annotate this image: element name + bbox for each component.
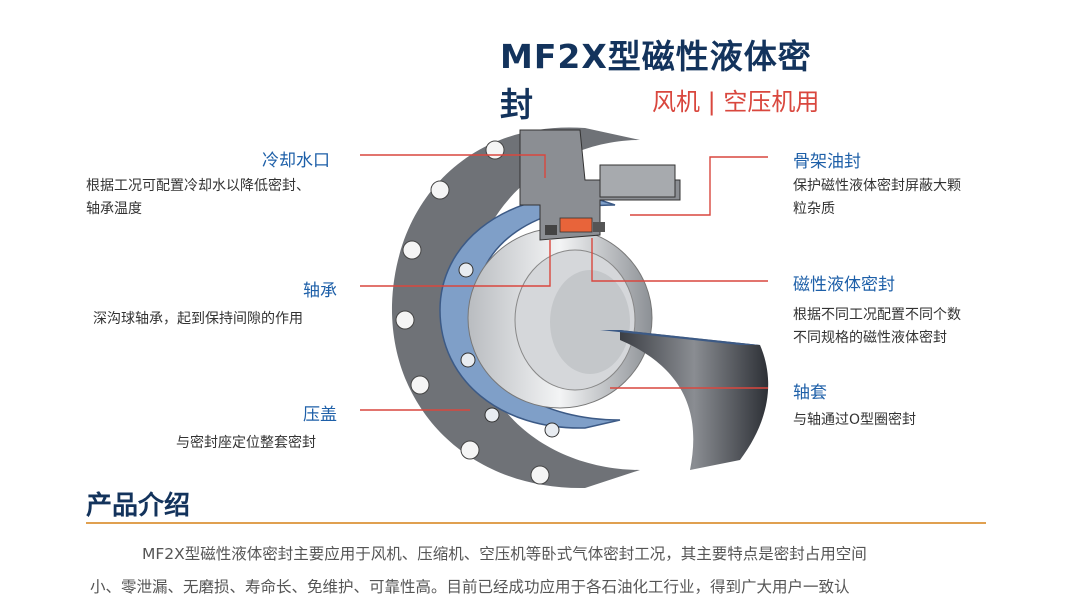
- callout-magnetic-title: 磁性液体密封: [793, 275, 895, 295]
- callout-sleeve-title: 轴套: [793, 383, 827, 403]
- callout-cooling-title: 冷却水口: [262, 151, 330, 171]
- callout-magnetic-desc: 根据不同工况配置不同个数 不同规格的磁性液体密封: [793, 307, 961, 346]
- callout-sleeve-desc: 与轴通过O型圈密封: [793, 412, 917, 428]
- page-subtitle: 风机 | 空压机用: [652, 88, 820, 116]
- callout-bearing-desc: 深沟球轴承，起到保持间隙的作用: [93, 311, 303, 327]
- callout-cover-title: 压盖: [303, 405, 337, 425]
- leader-cooling: [360, 154, 546, 178]
- callout-bearing-title: 轴承: [303, 281, 337, 301]
- section-heading: 产品介绍: [86, 491, 191, 521]
- housing-flange: [391, 127, 640, 489]
- callout-cooling-desc: 根据工况可配置冷却水以降低密封、 轴承温度: [86, 178, 310, 217]
- callout-oilseal-title: 骨架油封: [793, 152, 861, 172]
- intro-line: MF2X型磁性液体密封主要应用于风机、压缩机、空压机等卧式气体密封工况，其主要特…: [142, 545, 867, 563]
- leader-oilseal: [630, 156, 768, 216]
- seal-body-right: [600, 330, 769, 470]
- intro-paragraph: MF2X型磁性液体密封主要应用于风机、压缩机、空压机等卧式气体密封工况，其主要特…: [90, 538, 990, 604]
- page-title: MF2X型磁性液体密封: [500, 37, 812, 124]
- callout-cover-desc: 与密封座定位整套密封: [176, 435, 316, 451]
- section-divider: [86, 522, 986, 524]
- leader-magnetic: [591, 238, 768, 282]
- intro-line: 小、零泄漏、无磨损、寿命长、免维护、可靠性高。目前已经成功应用于各石油化工行业，…: [90, 578, 850, 596]
- callout-oilseal-desc: 保护磁性液体密封屏蔽大颗 粒杂质: [793, 178, 961, 217]
- leader-lines: [360, 154, 768, 411]
- leader-bearing: [360, 240, 551, 287]
- seal-section-top: [519, 129, 681, 241]
- inner-bore: [467, 227, 653, 409]
